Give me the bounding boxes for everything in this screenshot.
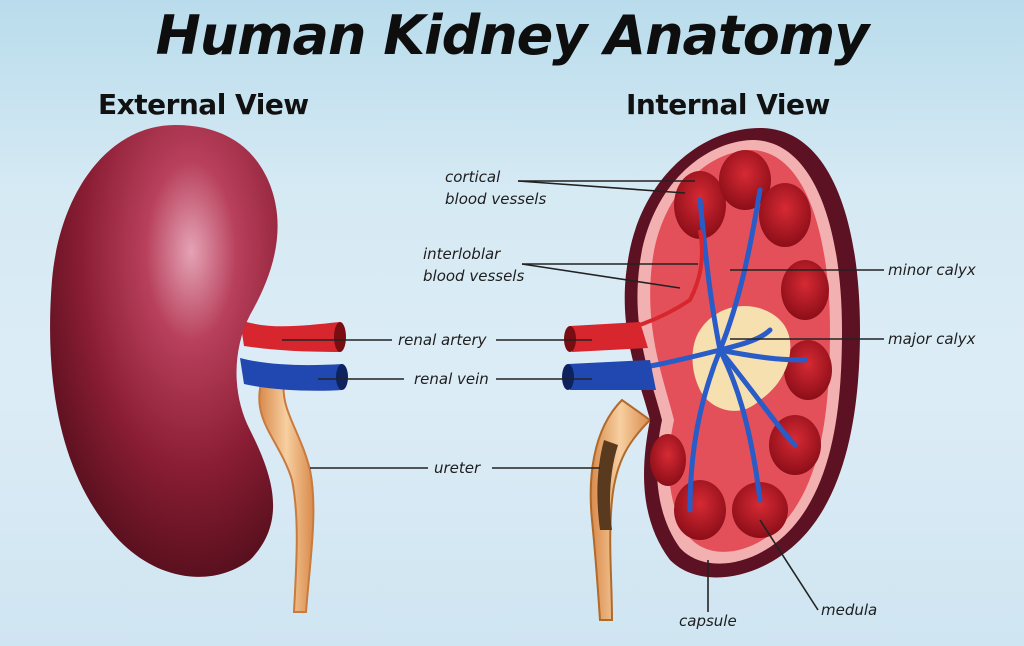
renal-vein-external xyxy=(240,358,342,391)
renal-artery-internal xyxy=(570,322,648,352)
label-interlobular-blood-vessels: interloblar blood vessels xyxy=(423,243,524,287)
leader-lines xyxy=(282,180,884,612)
page-title: Human Kidney Anatomy xyxy=(155,4,870,67)
external-view-heading: External View xyxy=(98,88,309,121)
label-renal-vein: renal vein xyxy=(414,370,489,388)
label-interlobular-line1: interloblar xyxy=(423,245,501,263)
external-kidney-group xyxy=(50,125,348,613)
label-minor-calyx: minor calyx xyxy=(888,261,976,279)
label-capsule: capsule xyxy=(679,612,737,630)
internal-kidney-group xyxy=(562,128,860,621)
label-cortical-line1: cortical xyxy=(445,168,501,186)
label-cortical-blood-vessels: cortical blood vessels xyxy=(445,166,546,210)
label-cortical-line2: blood vessels xyxy=(445,190,547,208)
external-kidney-shape xyxy=(50,125,278,577)
renal-artery-external xyxy=(240,320,340,352)
label-major-calyx: major calyx xyxy=(888,330,976,348)
ureter-external xyxy=(258,379,315,613)
label-medula: medula xyxy=(821,601,878,619)
internal-view-heading: Internal View xyxy=(626,88,830,121)
label-interlobular-line2: blood vessels xyxy=(423,267,525,285)
label-renal-artery: renal artery xyxy=(398,331,487,349)
label-ureter: ureter xyxy=(434,459,481,477)
renal-vein-internal xyxy=(568,360,656,390)
